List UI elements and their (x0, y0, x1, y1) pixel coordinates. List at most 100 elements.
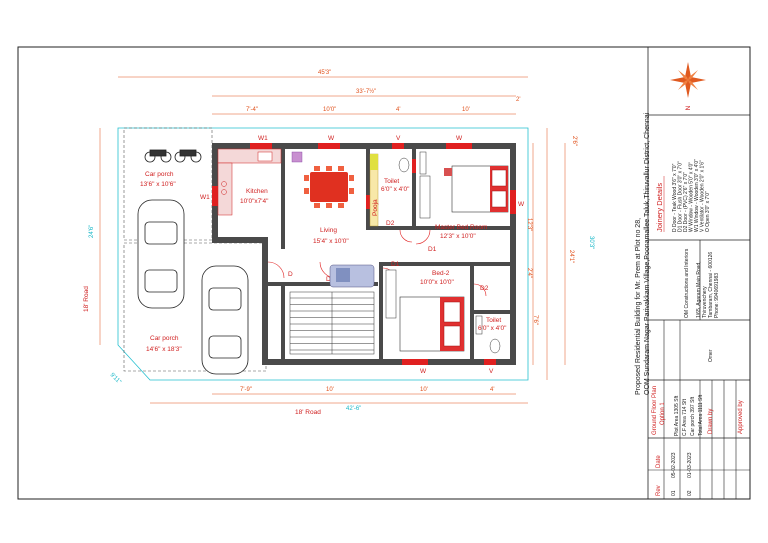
row-rev: 01 (671, 490, 677, 496)
rev-header: Rev (656, 485, 662, 496)
area-item: C.F Area 714 Sft (682, 398, 688, 436)
room-label: Master Bed Room (435, 224, 487, 231)
room-size: 6'0" x 4'0" (478, 325, 507, 332)
room-label: Car porch (145, 171, 174, 178)
compass-icon: N (670, 62, 706, 110)
area-item: Total Area 1111 Sft (698, 394, 704, 436)
window-label: W (420, 368, 427, 375)
plan-subtitle: Option 1 (660, 402, 666, 425)
company-address: 1/65, Agaram Main Road, Thiruvenchery Ta… (696, 252, 720, 318)
dimension-label: 10'0" (323, 107, 336, 113)
dimension-label: 33'-7½" (356, 88, 376, 95)
bike-icon (144, 149, 202, 163)
stove-icon (221, 181, 227, 187)
joinery-item: D1 Door - Flush Door 3'0" x 7'0" (678, 161, 684, 232)
dimension-label: 10' (462, 107, 470, 113)
kitchen-counter (217, 162, 233, 216)
joinery-item: V Ventilator - Wooden 2'0" x 1'6" (700, 160, 706, 232)
row-date: 05-02-2023 (671, 452, 677, 478)
window-label: W (328, 135, 335, 142)
window-label: W1 (258, 135, 268, 142)
drawn-by: Drawn by (708, 409, 714, 434)
window-label: W1 (200, 194, 210, 201)
dimension-label: 10' (420, 387, 428, 393)
staircase (289, 291, 375, 355)
wardrobe-icon (419, 175, 431, 219)
dimension-label: 2'4" (526, 268, 532, 278)
dimension-label: 2' (516, 97, 520, 103)
room-label: Toilet (486, 317, 501, 324)
dimension-lines (99, 76, 566, 404)
dimension-label: 24'1" (568, 250, 574, 263)
joinery-item: O Open 3'0" x 7'0" (705, 191, 711, 232)
room-size: 6'0" x 4'0" (381, 186, 410, 193)
dimension-label: 45'3" (318, 70, 331, 76)
room-label: Car porch (150, 335, 179, 342)
door-label: D1 (428, 246, 437, 253)
door-label: D2 (386, 220, 395, 227)
door-label: D (326, 276, 331, 283)
rev-label: Rev (656, 485, 662, 496)
approved-by: Approved by (738, 400, 744, 434)
car-icon (201, 265, 249, 375)
dimension-label: 7'6" (532, 315, 538, 325)
sofa-icon (329, 264, 375, 288)
room-size: 10'0"x 10'0" (420, 279, 455, 286)
drawn-by-label: Drawn by (708, 409, 714, 434)
room-size: 10'0"x7'4" (240, 198, 269, 205)
dimension-label: 10' (326, 387, 334, 393)
date-header: Date (656, 455, 662, 468)
dimension-label: 24'6" (89, 225, 95, 238)
drawn-by-value: Omer (708, 349, 714, 362)
joinery-item: D Door - Teak Wood 3'6" x 7'0" (672, 163, 678, 232)
title-block (647, 46, 751, 500)
road-label: 18' Road (83, 286, 90, 312)
master-bed-icon (444, 165, 509, 213)
toilet-icon (489, 338, 501, 354)
dining-table-icon (304, 166, 354, 208)
road-label: 18' Road (295, 409, 321, 416)
project-title-line1: Proposed Residential Building for Mr. Pr… (635, 218, 642, 395)
door-label: D (288, 271, 293, 278)
dimension-label: 12'3" (526, 218, 532, 231)
joinery-item: D2 Door - (PVC) 2'6" x 7'0" (683, 172, 689, 232)
bed-2-icon (399, 296, 465, 352)
room-size: 13'6" x 10'6" (140, 181, 176, 188)
window-label: W (456, 135, 463, 142)
joinery-item: W Window - Wooden 5'0" x 4'0" (689, 162, 695, 232)
company-phone: Phone: 9940691983 (714, 273, 720, 318)
room-label: Pooja (372, 199, 379, 216)
site-boundary (117, 127, 529, 381)
compass-north-label: N (685, 105, 692, 110)
table-row: 02 01-03-2023 (687, 452, 693, 496)
dimension-label: 7'-9" (240, 387, 252, 393)
approved-by-label: Approved by (738, 400, 744, 434)
date-label: Date (656, 455, 662, 468)
room-size: 14'6" x 18'3" (146, 346, 182, 353)
pooja-shelf (370, 154, 378, 170)
car-icon (137, 199, 185, 309)
window-label: W (518, 201, 525, 208)
stove-icon (221, 189, 227, 195)
ventilator-label: V (396, 135, 401, 142)
dimension-label: 2'6" (571, 136, 577, 146)
project-title-line2: OOM Sundaram Nagar Parivakkam Village,Po… (644, 112, 651, 395)
basin-icon (475, 315, 483, 335)
dimension-label: 4' (396, 107, 400, 113)
dimension-label: 4' (490, 387, 494, 393)
dimension-label: 30'3" (588, 236, 594, 249)
window-markers (212, 143, 516, 365)
dimension-label: 7'-4" (246, 107, 258, 113)
basin-icon (419, 151, 427, 175)
company-address-1: 1/65, Agaram Main Road, (696, 261, 702, 318)
fridge-icon (291, 151, 303, 163)
drawn-by-name: Omer (708, 349, 714, 362)
wardrobe-icon (385, 269, 397, 319)
plan-title: Ground Floor Plan (652, 386, 658, 435)
joinery-item: W1 Window - Wooden 3'0" x 4'0" (694, 159, 700, 232)
plan-title-block: Ground Floor Plan Option 1 (652, 386, 666, 435)
table-row: 01 05-02-2023 (671, 452, 677, 496)
joinery-heading: Joinery Details (655, 183, 664, 232)
room-size: 15'4" x 10'0" (313, 238, 349, 245)
